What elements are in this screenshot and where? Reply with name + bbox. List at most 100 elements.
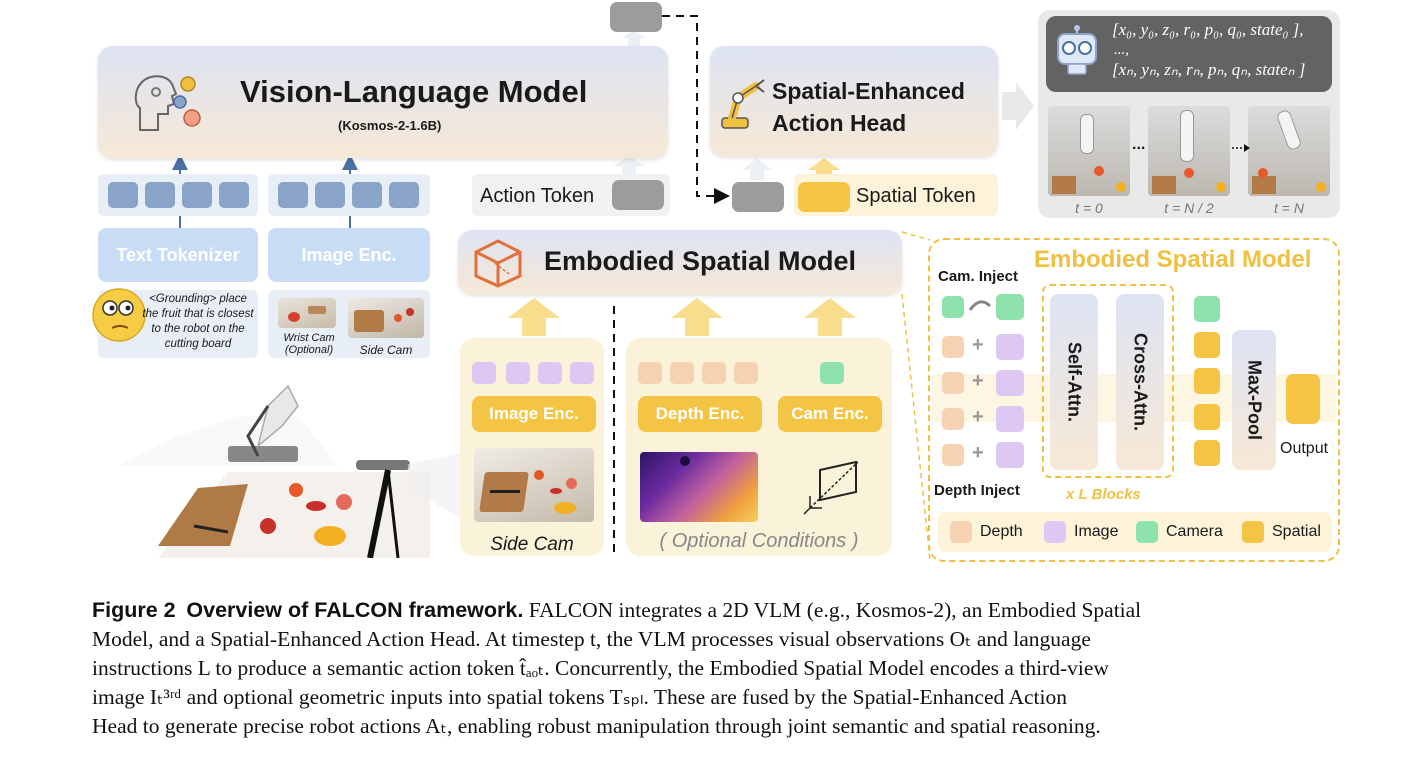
caption-line-1: Figure 2 Overview of FALCON framework. F…: [92, 596, 1352, 625]
depth-map-image: [640, 452, 758, 522]
cube-icon: [474, 239, 522, 288]
robot-scene-image: [98, 376, 430, 559]
robot-face-icon: [1057, 25, 1097, 75]
side-cam-small-label: Side Cam: [359, 343, 413, 357]
token: [942, 296, 964, 318]
frame-tN: [1248, 106, 1330, 196]
action-head-line2: Action Head: [772, 110, 907, 136]
plus-icon: +: [972, 442, 984, 464]
token: [538, 362, 562, 384]
arrow-top-token-up: [622, 30, 646, 46]
text-tokenizer-box: Text Tokenizer: [98, 228, 258, 282]
output-panel: [x₀, y₀, z₀, r₀, p₀, q₀, state₀ ], ..., …: [1038, 10, 1340, 218]
arrow-depth-up: [671, 298, 723, 336]
token: [942, 444, 964, 466]
cam-inject-label: Cam. Inject: [938, 268, 1019, 285]
token: [670, 362, 694, 384]
esm-detail-panel: Embodied Spatial Model Cam. Inject + + +…: [928, 238, 1340, 562]
legend: Depth Image Camera Spatial: [938, 512, 1332, 552]
action-head-box: Spatial-Enhanced Action Head: [710, 46, 998, 156]
token: [820, 362, 844, 384]
camera-pose-icon: [803, 460, 859, 515]
legend-image-label: Image: [1074, 523, 1119, 540]
spatial-token: [798, 182, 850, 212]
token: [506, 362, 530, 384]
image-encoder-left-box: Image Enc.: [268, 228, 430, 282]
instruction-text: <Grounding> place the fruit that is clos…: [142, 293, 254, 350]
optional-conditions-label: ( Optional Conditions ): [659, 530, 859, 552]
head-gray-token: [732, 182, 784, 212]
vlm-title: Vision-Language Model: [240, 74, 588, 109]
esm-detail-link: [901, 231, 931, 241]
esm-detail-title: Embodied Spatial Model: [1034, 246, 1312, 273]
token: [942, 372, 964, 394]
timestep-N: t = N: [1274, 200, 1304, 216]
image-encoder-mid-box: Image Enc.: [472, 396, 596, 432]
esm-detail-link-2: [901, 293, 931, 561]
esm-main-box: Embodied Spatial Model: [458, 230, 902, 294]
token: [996, 294, 1024, 320]
token: [570, 362, 594, 384]
depth-inject-label: Depth Inject: [934, 482, 1020, 499]
caption-line-3: instructions L to produce a semantic act…: [92, 656, 1109, 680]
token: [145, 182, 175, 208]
caption-line-4: image Iₜ³ʳᵈ and optional geometric input…: [92, 685, 1067, 709]
frame-arrow: [1232, 144, 1250, 152]
image-token-row: [268, 174, 430, 216]
side-cam-panel: Image Enc. Side Cam: [460, 338, 604, 556]
action-head-line1: Spatial-Enhanced: [772, 78, 965, 104]
side-cam-image: [474, 448, 594, 522]
max-pool-label: Max-Pool: [1244, 359, 1265, 440]
spatial-token-card: Spatial Token: [794, 174, 998, 216]
caption-heading: Overview of FALCON framework.: [186, 598, 524, 622]
cross-attn-block: Cross-Attn.: [1116, 294, 1164, 470]
l-blocks-label: x L Blocks: [1066, 486, 1141, 503]
legend-swatch-depth: [950, 521, 972, 543]
thinking-emoji-icon: [92, 288, 146, 342]
wrist-cam-image: [278, 298, 336, 328]
figure-caption: Figure 2 Overview of FALCON framework. F…: [92, 596, 1352, 741]
plus-icon: +: [972, 334, 984, 356]
token: [702, 362, 726, 384]
legend-depth-label: Depth: [980, 523, 1023, 540]
legend-swatch-image: [1044, 521, 1066, 543]
token: [472, 362, 496, 384]
depth-encoder-box: Depth Enc.: [638, 396, 762, 432]
text-token-row: [98, 174, 258, 216]
token: [942, 408, 964, 430]
arrow-action-token-up: [613, 156, 645, 176]
token: [1194, 332, 1220, 358]
spatial-token-label: Spatial Token: [856, 185, 976, 207]
action-token-label: Action Token: [480, 185, 595, 207]
vlm-box: Vision-Language Model (Kosmos-2-1.6B): [98, 46, 668, 158]
token: [1194, 404, 1220, 430]
side-cam-small-image: [348, 298, 424, 338]
timestep-0: t = 0: [1075, 200, 1103, 216]
state-line-3: [xₙ, yₙ, zₙ, rₙ, pₙ, qₙ, stateₙ ]: [1112, 60, 1306, 79]
timestep-mid: t = N / 2: [1164, 200, 1214, 216]
legend-camera-label: Camera: [1166, 523, 1223, 540]
token: [996, 442, 1024, 468]
arrow-cam-up: [804, 298, 856, 336]
token: [182, 182, 212, 208]
token: [638, 362, 662, 384]
token: [1194, 296, 1220, 322]
legend-swatch-camera: [1136, 521, 1158, 543]
dashed-connector: [662, 15, 730, 204]
state-line-2: ...,: [1114, 42, 1129, 58]
side-cam-label: Side Cam: [490, 534, 574, 555]
frame-tmid: [1148, 106, 1230, 196]
plus-icon: +: [972, 406, 984, 428]
token: [1194, 368, 1220, 394]
token: [996, 370, 1024, 396]
token: [352, 182, 382, 208]
cam-encoder-box: Cam Enc.: [778, 396, 882, 432]
arrow-spatial-to-head: [808, 158, 840, 178]
output-label: Output: [1280, 440, 1329, 457]
token: [942, 336, 964, 358]
arrow-side-cam-up: [508, 298, 560, 336]
robot-arm-icon: [721, 79, 765, 129]
cross-attn-label: Cross-Attn.: [1130, 333, 1151, 431]
output-token: [1286, 374, 1320, 424]
